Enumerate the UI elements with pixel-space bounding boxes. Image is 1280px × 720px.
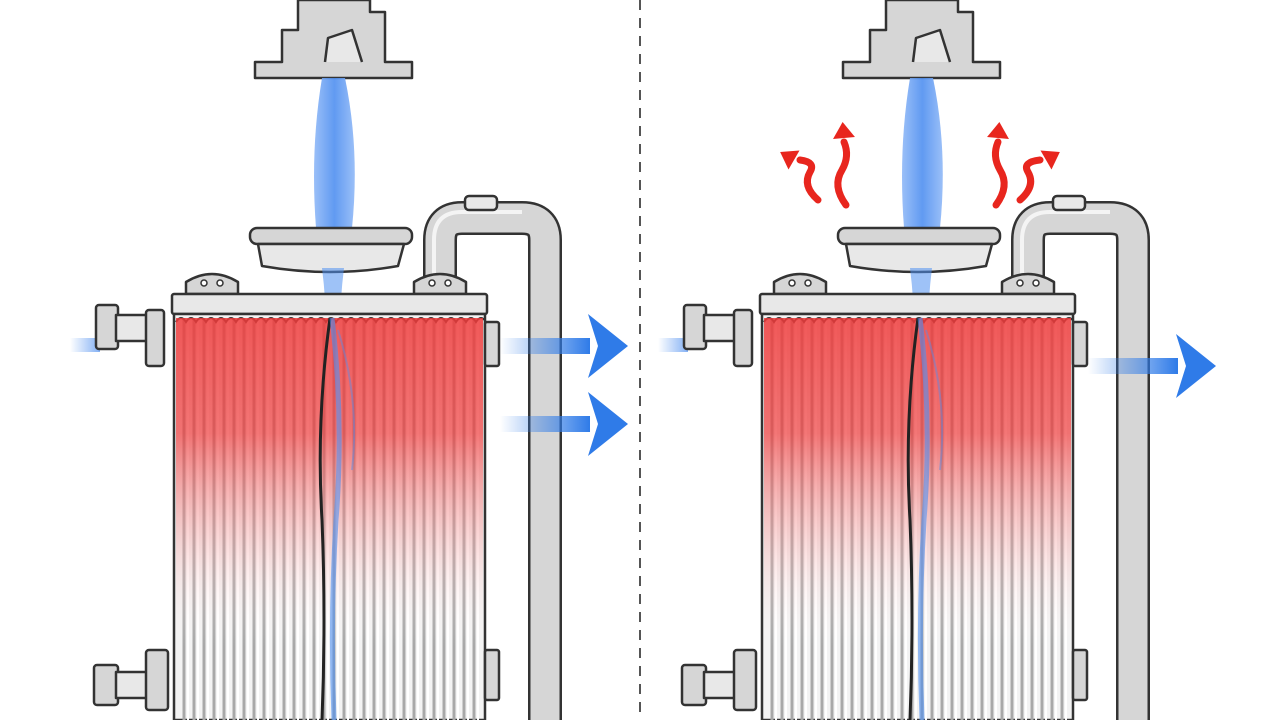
core-center-seam	[318, 317, 332, 720]
top-fitting-knob	[184, 272, 240, 296]
core-water-channel	[917, 317, 930, 720]
flow-arrow-head	[588, 392, 628, 456]
lower-flange-outer	[92, 663, 120, 707]
flow-arrow-shaft	[1088, 358, 1178, 374]
pipe-cap	[1051, 194, 1087, 212]
knob-base	[184, 272, 240, 296]
return-pipe	[1011, 194, 1150, 720]
knob-bolt	[444, 279, 452, 287]
outlet-port-lower	[1071, 648, 1089, 702]
inlet-flow	[658, 338, 688, 352]
header-plate	[758, 292, 1077, 316]
lid-rim	[836, 226, 1002, 246]
vapor-arrow-head	[1040, 150, 1060, 170]
inlet-flange-inner	[144, 308, 166, 368]
knob-bolt	[216, 279, 224, 287]
top-fitting-knob	[1000, 272, 1056, 296]
knob-base	[1000, 272, 1056, 296]
knob-bolt	[804, 279, 812, 287]
knob-base	[412, 272, 468, 296]
inlet-fitting-upper	[658, 303, 754, 368]
core-center-seam	[906, 317, 920, 720]
inlet-flange-outer	[94, 303, 120, 351]
inlet-flow	[70, 338, 100, 352]
return-pipe-highlight	[1020, 210, 1110, 300]
bracket-nozzle	[911, 28, 952, 63]
flow-arrow-head	[588, 314, 628, 378]
flow-arrow-shaft	[500, 338, 590, 354]
heat-vapor-arrow-icon	[780, 150, 822, 204]
heat-vapor-arrow-icon	[833, 122, 855, 209]
core-water-trickle	[337, 329, 356, 471]
vapor-arrow-stem	[796, 156, 822, 204]
vapor-arrow-stem	[834, 138, 851, 209]
knob-base	[772, 272, 828, 296]
flow-arrow-icon	[500, 392, 628, 456]
lower-pipe	[702, 670, 738, 700]
core-water-channel	[329, 317, 342, 720]
return-pipe-body	[425, 203, 560, 720]
outlet-port-lower	[483, 648, 501, 702]
inlet-flange-outer	[682, 303, 708, 351]
bracket-nozzle	[323, 28, 364, 63]
lower-flange-outer	[680, 663, 708, 707]
flow-arrow-shaft	[500, 416, 590, 432]
flow-arrow-icon	[500, 314, 628, 378]
heat-vapor-arrow-icon	[987, 122, 1009, 209]
heat-vapor-arrow-icon	[1016, 150, 1060, 204]
water-jet	[314, 78, 355, 228]
top-fitting-knob	[412, 272, 468, 296]
knob-bolt	[1016, 279, 1024, 287]
lid-bowl	[844, 242, 994, 274]
distributor-lid	[836, 226, 1002, 274]
outlet-port-upper	[1071, 320, 1089, 368]
lid-rim	[248, 226, 414, 246]
heat-vapor-group	[780, 122, 1060, 209]
heat-zone	[176, 318, 483, 648]
exchanger-core	[760, 312, 1075, 720]
return-pipe	[423, 194, 562, 720]
top-bracket	[841, 0, 1002, 80]
top-bracket	[253, 0, 414, 80]
knob-bolt	[200, 279, 208, 287]
vapor-arrow-head	[833, 122, 855, 139]
lower-flange-inner	[732, 648, 758, 712]
core-water-trickle	[925, 329, 944, 471]
vapor-arrow-stem	[1016, 156, 1044, 204]
header-plate	[170, 292, 489, 316]
panel-right	[658, 0, 1216, 720]
return-pipe-body	[1013, 203, 1148, 720]
vapor-arrow-head	[987, 122, 1009, 139]
pipe-cap	[463, 194, 499, 212]
distributor-lid	[248, 226, 414, 274]
lid-bowl	[256, 242, 406, 274]
return-pipe-highlight	[432, 210, 522, 300]
knob-bolt	[428, 279, 436, 287]
top-fitting-knob	[772, 272, 828, 296]
panel-left	[70, 0, 628, 720]
inlet-fitting-lower	[92, 648, 170, 712]
flow-arrow-icon	[1088, 334, 1216, 398]
vapor-arrow-head	[780, 150, 800, 170]
knob-bolt	[788, 279, 796, 287]
flow-arrow-head	[1176, 334, 1216, 398]
exchanger-core	[172, 312, 487, 720]
outlet-port-upper	[483, 320, 501, 368]
vapor-arrow-stem	[991, 138, 1008, 209]
knob-bolt	[1032, 279, 1040, 287]
heat-zone	[764, 318, 1071, 648]
water-jet	[902, 78, 943, 228]
inlet-flange-inner	[732, 308, 754, 368]
lower-pipe	[114, 670, 150, 700]
inlet-fitting-upper	[70, 303, 166, 368]
lower-flange-inner	[144, 648, 170, 712]
inlet-fitting-lower	[680, 648, 758, 712]
